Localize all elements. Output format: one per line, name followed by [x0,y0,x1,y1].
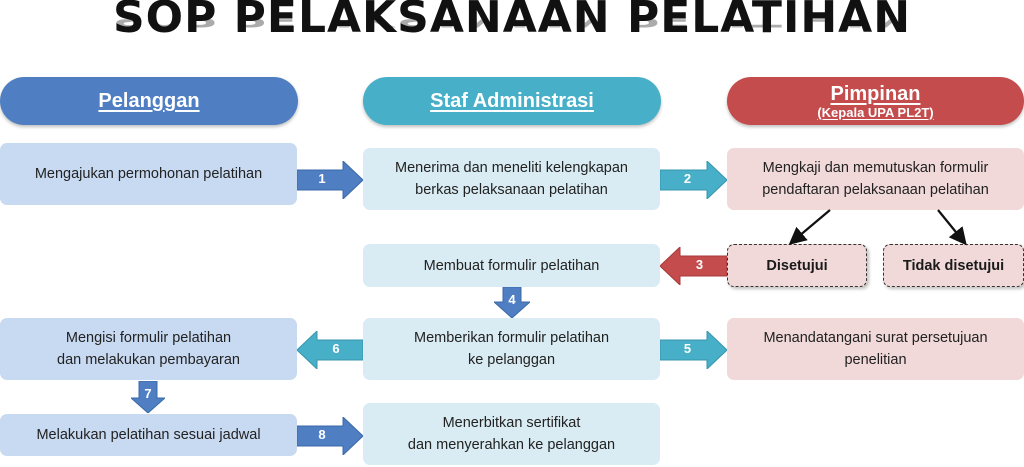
step-text: dan menyerahkan ke pelanggan [407,437,616,453]
step-menerbitkan: Menerbitkan sertifikat dan menyerahkan k… [363,403,660,465]
decision-arrow-right [937,209,967,246]
arrow-8-shape [297,417,363,455]
step-text: berkas pelaksanaan pelatihan [415,182,608,198]
arrow-3-shape [660,247,727,285]
step-text: Melakukan pelatihan sesuai jadwal [36,427,261,443]
arrow-4-number: 4 [508,292,516,307]
arrow-8-number: 8 [318,427,326,442]
step-text: Mengisi formulir pelatihan [65,330,232,346]
step-text: Memberikan formulir pelatihan [413,330,610,346]
decision-text: Disetujui [766,257,828,274]
step-mengkaji: Mengkaji dan memutuskan formulir pendaft… [727,148,1024,210]
step-membuat: Membuat formulir pelatihan [363,244,660,287]
page-title: SOP PELAKSANAAN PELATIHAN [112,0,912,43]
step-text: Mengkaji dan memutuskan formulir [762,160,989,176]
step-text: Mengajukan permohonan pelatihan [34,166,263,182]
step-text: ke pelanggan [467,352,556,368]
step-text: penelitian [844,352,907,368]
decision-text: Tidak disetujui [902,257,1005,274]
arrow-3: 3 [660,247,727,285]
step-text: dan melakukan pembayaran [57,352,240,368]
lane-header-staf: Staf Administrasi [363,77,661,125]
decision-tidak-disetujui: Tidak disetujui [883,244,1024,287]
arrow-3-number: 3 [695,257,704,272]
step-text: Menerima dan meneliti kelengkapan [395,160,628,176]
arrow-5-number: 5 [683,341,692,356]
step-menerima: Menerima dan meneliti kelengkapan berkas… [363,148,660,210]
step-mengajukan: Mengajukan permohonan pelatihan [0,143,297,205]
arrow-6: 6 [297,331,363,369]
step-mengisi: Mengisi formulir pelatihan dan melakukan… [0,318,297,380]
arrow-2-number: 2 [683,171,692,186]
arrow-7-shape [131,381,165,413]
step-text: Membuat formulir pelatihan [423,257,600,274]
arrow-2-shape [660,161,727,199]
arrow-6-number: 6 [332,341,340,356]
arrow-6-shape [297,331,363,369]
arrow-4-shape [494,287,530,318]
arrow-1: 1 [297,161,363,199]
lane-header-pimpinan: Pimpinan (Kepala UPA PL2T) [727,77,1024,125]
step-menandatangani: Menandatangani surat persetujuan penelit… [727,318,1024,380]
arrow-7-number: 7 [144,386,152,401]
arrow-5: 5 [660,331,727,369]
lane-label-pelanggan: Pelanggan [98,90,200,112]
arrow-5-shape [660,331,727,369]
lane-sublabel-pimpinan: (Kepala UPA PL2T) [817,104,934,120]
arrow-1-shape [297,161,363,199]
step-memberikan: Memberikan formulir pelatihan ke pelangg… [363,318,660,380]
arrow-2: 2 [660,161,727,199]
step-text: Menerbitkan sertifikat [442,415,581,431]
title-reflection: SOP PELAKSANAAN PELATIHAN [0,19,1024,30]
arrow-7: 7 [131,381,165,413]
arrow-4: 4 [494,287,530,318]
arrow-8: 8 [297,417,363,455]
decision-disetujui: Disetujui [727,244,867,287]
decision-arrow-left [788,209,831,245]
step-melakukan: Melakukan pelatihan sesuai jadwal [0,414,297,456]
lane-label-staf: Staf Administrasi [430,90,594,112]
step-text: Menandatangani surat persetujuan [763,330,988,346]
lane-header-pelanggan: Pelanggan [0,77,298,125]
lane-label-pimpinan: Pimpinan [830,82,921,105]
arrow-1-number: 1 [318,171,326,186]
step-text: pendaftaran pelaksanaan pelatihan [762,182,989,198]
